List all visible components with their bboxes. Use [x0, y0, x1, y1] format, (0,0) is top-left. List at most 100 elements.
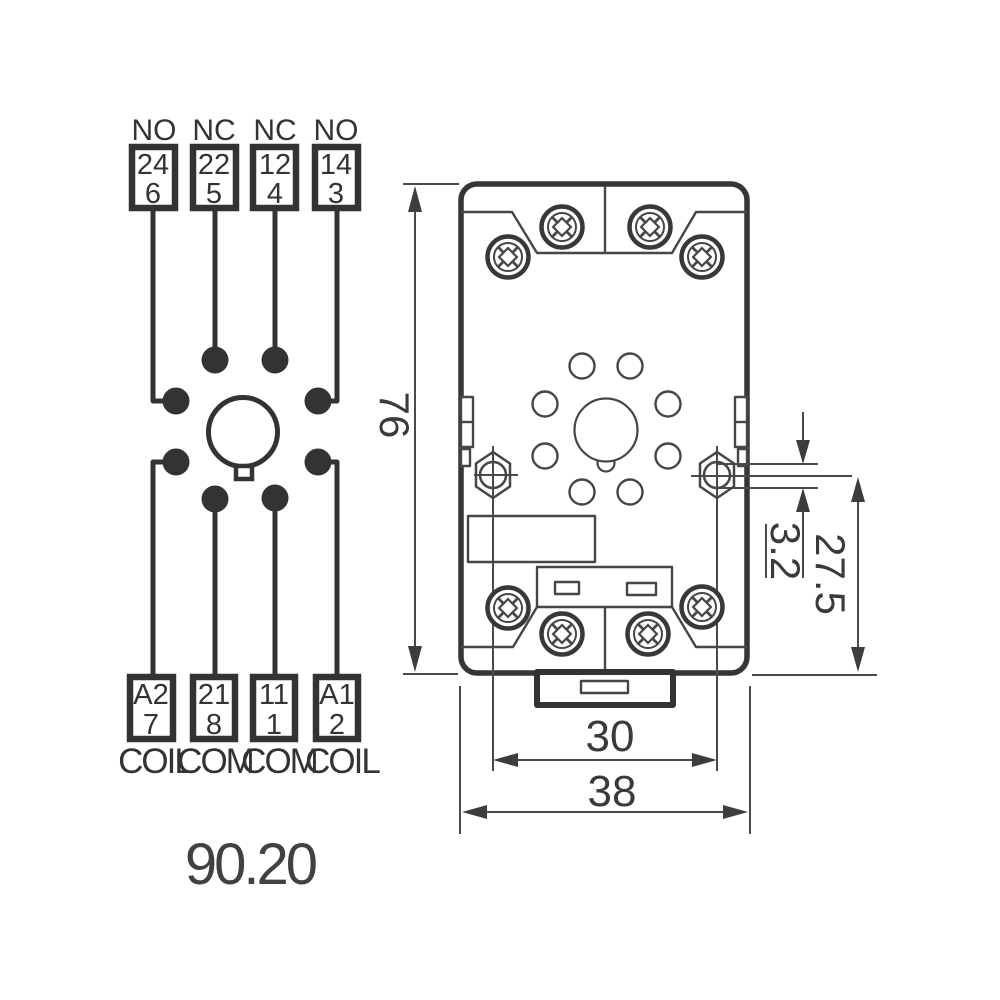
contact-number: A1	[319, 679, 354, 711]
bottom-shelf-right	[670, 606, 747, 649]
din-clip-left-lower	[459, 447, 472, 468]
pin-hole	[616, 478, 644, 506]
pin-number: 4	[267, 178, 283, 210]
pin-dot	[304, 387, 332, 415]
hex-nut-right	[698, 450, 736, 500]
arrowhead-down	[851, 647, 865, 672]
arrowhead-up	[796, 488, 810, 512]
contact-number: 24	[137, 149, 169, 181]
pin-hole	[531, 390, 559, 418]
terminal-box	[311, 143, 362, 212]
screw-head	[542, 207, 583, 248]
hex-nut-outline	[474, 450, 512, 500]
dimension-width: 38	[459, 686, 751, 834]
pin-hole	[568, 478, 596, 506]
arrowhead-left	[462, 805, 487, 819]
terminal-box	[312, 673, 362, 743]
wire	[325, 459, 340, 677]
arrowhead-right	[692, 753, 717, 767]
terminal-box	[249, 673, 299, 743]
label-slot	[625, 581, 658, 597]
contact-number: 11	[259, 679, 289, 711]
pin-number: 6	[145, 178, 161, 210]
socket-key-symbol	[206, 395, 280, 482]
terminal-type-label: NO	[314, 114, 359, 147]
pin-hole	[654, 390, 682, 418]
pin-dot	[201, 346, 229, 374]
dimension-hole-spacing: 30	[493, 712, 717, 767]
din-clip-right-lower	[736, 447, 749, 468]
label-slot	[553, 580, 581, 596]
arrowhead-left	[493, 753, 518, 767]
bottom-terminal-function-labels: COIL COM COM COIL	[118, 742, 382, 781]
pin-number: 1	[266, 709, 282, 741]
dimension-height: 76	[371, 183, 459, 675]
terminal-function-label: COIL	[305, 742, 380, 781]
pin-hole	[531, 442, 559, 470]
terminal-box	[126, 673, 177, 743]
wire	[150, 208, 166, 404]
contact-number: 12	[259, 149, 291, 181]
mounting-hole	[478, 460, 508, 490]
top-shelf-left	[461, 210, 605, 255]
top-shelf-right	[605, 210, 747, 255]
pin-junction-dots	[162, 346, 332, 513]
terminal-type-label: NC	[192, 114, 235, 147]
tab-slot	[579, 679, 630, 695]
dimension-value: 38	[588, 767, 637, 816]
arrowhead-up	[851, 477, 865, 502]
arrowhead-right	[723, 805, 748, 819]
top-terminal-type-labels: NO NC NC NO	[132, 114, 359, 147]
contact-number: 22	[198, 149, 230, 181]
screw-head	[682, 587, 723, 628]
dimension-value: 76	[371, 392, 418, 439]
pin-dot	[304, 448, 332, 476]
terminal-type-label: NO	[132, 114, 177, 147]
bottom-tab-outline	[534, 669, 676, 708]
label-window	[535, 565, 674, 609]
pin-dot	[261, 484, 289, 512]
pin-number: 8	[206, 709, 222, 741]
model-number: 90.20	[185, 832, 316, 897]
screw-head	[630, 207, 671, 248]
terminal-type-label: NC	[253, 114, 296, 147]
center-key-hole	[573, 397, 639, 473]
bottom-shelf-left	[461, 606, 539, 649]
pin-number: 7	[143, 709, 159, 741]
mounting-hole	[702, 460, 732, 490]
pin-dot	[261, 346, 289, 374]
pin-holes	[531, 352, 682, 506]
pin-dot	[201, 485, 229, 513]
contact-number: 21	[198, 679, 230, 711]
wires	[150, 208, 340, 677]
terminal-function-label: COIL	[118, 742, 193, 781]
arrowhead-down	[408, 646, 422, 672]
screw-head	[628, 614, 669, 655]
bottom-terminal-boxes: A2 7 21 8 11 1 A1 2	[126, 673, 362, 743]
din-rail-clips	[459, 395, 749, 468]
screw-head	[488, 237, 529, 278]
dimension-value: 27.5	[807, 533, 854, 615]
terminal-function-label: COM	[241, 742, 317, 781]
dimension-value: 30	[586, 712, 635, 761]
pin-hole	[568, 352, 596, 380]
pin-number: 2	[329, 709, 345, 741]
pin-hole	[616, 352, 644, 380]
dimension-mount-offset: 27.5	[752, 477, 877, 676]
relay-base-circle	[206, 395, 280, 469]
socket-front-view	[458, 181, 852, 771]
pin-hole	[654, 442, 682, 470]
center-hole	[573, 397, 639, 463]
top-terminal-boxes: 24 6 22 5 12 4 14 3	[128, 143, 362, 212]
dimension-value: 3.2	[762, 522, 809, 580]
bottom-tab	[534, 669, 676, 708]
arrowhead-up	[408, 186, 422, 212]
wiring-diagram: NO NC NC NO 24 6 22 5 12 4 14 3	[118, 114, 382, 897]
screw-head	[542, 614, 583, 655]
molding-lines	[461, 186, 747, 671]
marking-window	[466, 514, 597, 564]
hex-nut-outline	[698, 450, 736, 500]
pin-dot	[162, 448, 190, 476]
